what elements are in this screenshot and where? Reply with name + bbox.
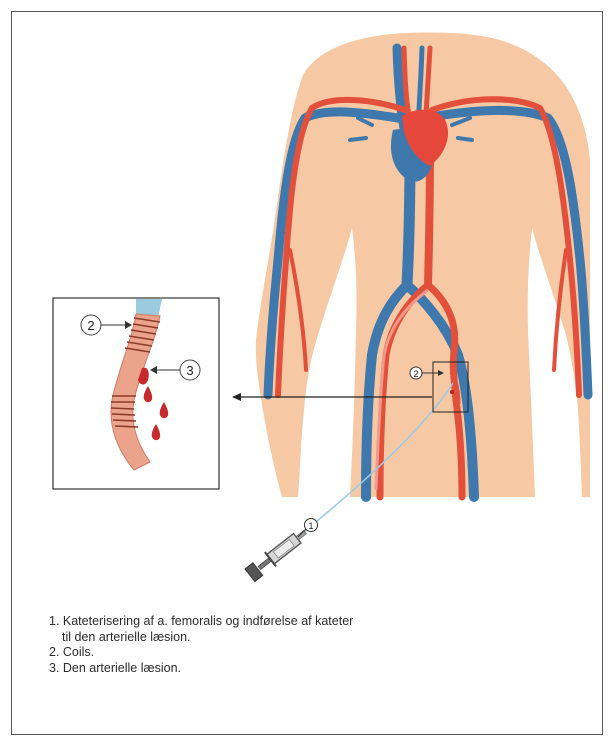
callout-1-label: 1 [308, 521, 313, 531]
inset-pointer-arrowhead [232, 393, 241, 401]
callout-2-body-label: 2 [413, 369, 418, 379]
caption-item-2: 2. Coils. [49, 645, 353, 661]
caption-item-3: 3. Den arterielle læsion. [49, 661, 353, 677]
callout-2-label: 2 [87, 318, 94, 333]
lesion-small-blood [450, 390, 454, 394]
caption-item-1-line-1: 1. Kateterisering af a. femoralis og ind… [49, 614, 353, 630]
callout-3-label: 3 [186, 363, 193, 378]
caption-item-1: 1. Kateterisering af a. femoralis og ind… [49, 614, 353, 645]
figure-caption: 1. Kateterisering af a. femoralis og ind… [49, 614, 353, 676]
caption-item-1-line-2: til den arterielle læsion. [49, 630, 353, 646]
body-silhouette [256, 33, 590, 497]
